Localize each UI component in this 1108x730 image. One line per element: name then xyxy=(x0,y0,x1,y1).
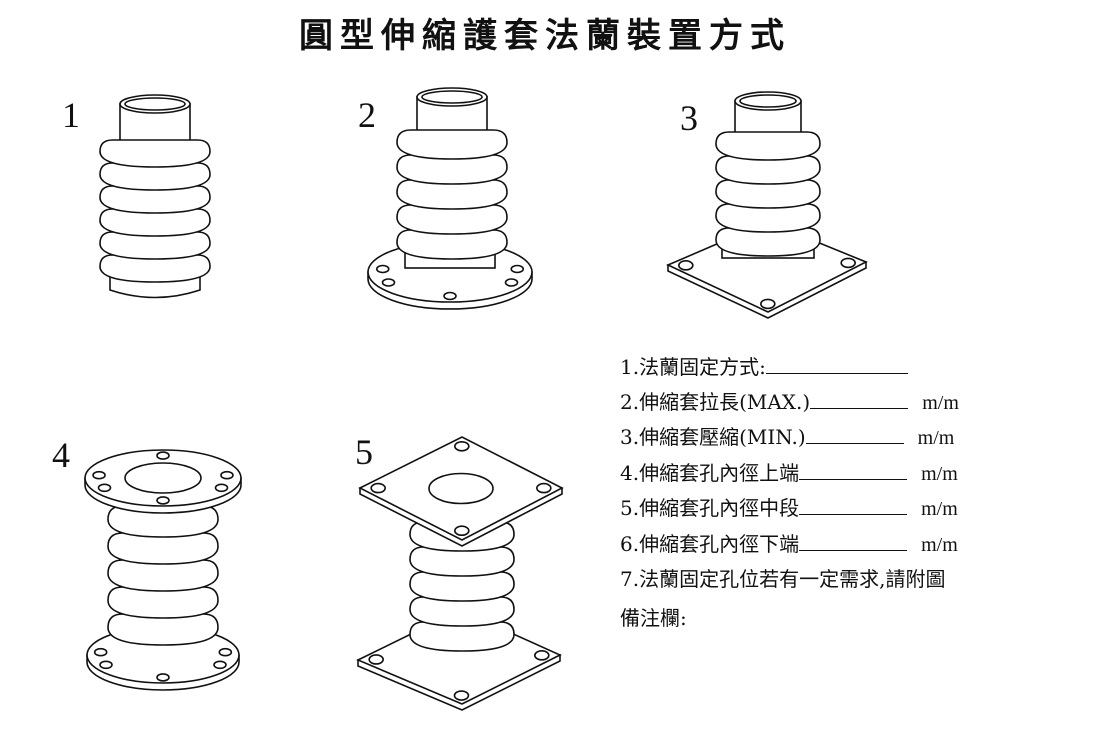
bellows-figure-3 xyxy=(666,91,868,319)
spec-label: 1.法蘭固定方式: xyxy=(620,355,766,379)
bolt-hole xyxy=(156,496,170,505)
flange-method-field[interactable] xyxy=(765,355,908,374)
bellows-convolution xyxy=(409,546,515,577)
bolt-hole xyxy=(213,660,227,670)
bolt-hole xyxy=(92,470,106,480)
inner-diameter-bottom-field[interactable] xyxy=(799,532,908,551)
bolt-hole xyxy=(375,264,390,274)
figure-label-4: 4 xyxy=(52,435,70,475)
bolt-hole xyxy=(214,483,229,493)
bolt-hole xyxy=(510,264,525,274)
bellows-figure-1 xyxy=(99,94,211,299)
spec-item-6: 6.伸縮套孔內徑下端 m/m xyxy=(620,527,959,563)
bellows-figure-5 xyxy=(356,436,564,711)
bellows-convolution xyxy=(99,185,211,214)
collar-opening xyxy=(124,97,186,111)
bellows-convolution xyxy=(409,596,515,627)
bolt-hole xyxy=(536,482,552,494)
bolt-hole xyxy=(840,257,856,269)
bellows-convolution xyxy=(107,613,219,646)
bolt-hole xyxy=(156,673,170,682)
collar-opening xyxy=(421,90,483,104)
bellows-convolution xyxy=(715,179,821,209)
bolt-hole xyxy=(370,482,386,494)
bolt-hole xyxy=(454,440,470,452)
inner-diameter-middle-field[interactable] xyxy=(799,496,908,515)
bellows-convolution xyxy=(409,571,515,602)
bolt-hole xyxy=(453,690,470,701)
bellows-convolution xyxy=(396,229,508,260)
bellows-convolution xyxy=(715,227,821,257)
bellows-convolution xyxy=(99,139,211,168)
bellows-figure-4 xyxy=(84,449,242,691)
bolt-hole xyxy=(99,660,113,670)
figure-label-3: 3 xyxy=(680,98,698,138)
specification-form: 1.法蘭固定方式: 2.伸縮套拉長(MAX.) m/m 3.伸縮套壓縮(MIN.)… xyxy=(620,350,959,635)
remarks: 備注欄: xyxy=(620,601,959,636)
unit-label: m/m xyxy=(921,462,958,485)
bolt-hole xyxy=(454,525,470,537)
bellows-convolution xyxy=(107,559,219,592)
bolt-hole xyxy=(534,650,550,661)
center-hole xyxy=(428,472,494,505)
spec-item-1: 1.法蘭固定方式: xyxy=(620,350,959,385)
unit-label: m/m xyxy=(921,498,958,520)
bolt-hole xyxy=(220,470,234,480)
spec-item-4: 4.伸縮套孔內徑上端 m/m xyxy=(620,456,959,492)
bolt-hole xyxy=(93,647,108,657)
spec-label: 2.伸縮套拉長(MAX.) xyxy=(620,389,811,414)
unit-label: m/m xyxy=(922,391,959,414)
spec-item-2: 2.伸縮套拉長(MAX.) m/m xyxy=(620,385,959,421)
bolt-hole xyxy=(678,260,694,271)
remarks-label: 備注欄: xyxy=(620,605,687,630)
collar-opening xyxy=(739,94,797,108)
bellows-convolution xyxy=(715,131,821,161)
page-title: 圓型伸縮護套法蘭裝置方式 xyxy=(299,16,791,56)
spec-label: 5.伸縮套孔內徑中段 xyxy=(620,496,800,520)
spec-label: 4.伸縮套孔內徑上端 xyxy=(620,460,800,485)
bolt-hole xyxy=(368,654,384,665)
min-length-field[interactable] xyxy=(805,425,904,444)
figure-label-5: 5 xyxy=(355,432,373,472)
bellows-convolution xyxy=(409,621,515,652)
bellows-convolution xyxy=(715,203,821,233)
bolt-hole xyxy=(760,298,776,310)
bellows-convolution xyxy=(107,586,219,619)
bellows-figure-2 xyxy=(367,87,533,310)
bellows-convolution xyxy=(715,155,821,185)
figure-label-2: 2 xyxy=(358,95,376,135)
bellows-convolution xyxy=(99,231,211,260)
bellows-convolution xyxy=(99,162,211,191)
bellows-convolution xyxy=(107,532,219,565)
bellows-convolution xyxy=(99,254,211,283)
bolt-hole xyxy=(218,647,233,657)
bolt-hole xyxy=(504,278,519,287)
spec-label: 3.伸縮套壓縮(MIN.) xyxy=(620,425,806,449)
bolt-hole xyxy=(156,451,170,460)
bolt-hole xyxy=(381,278,396,287)
bolt-hole xyxy=(443,291,457,301)
spec-item-3: 3.伸縮套壓縮(MIN.) m/m xyxy=(620,420,959,456)
bellows-convolution xyxy=(396,154,508,185)
bolt-hole xyxy=(97,483,112,493)
center-hole xyxy=(124,462,202,494)
max-length-field[interactable] xyxy=(810,390,909,409)
bellows-convolution xyxy=(396,179,508,210)
unit-label: m/m xyxy=(921,533,958,556)
spec-item-7: 7.法蘭固定孔位若有一定需求,請附圖 xyxy=(620,562,959,597)
bellows-convolution xyxy=(107,505,219,538)
bellows-convolution xyxy=(396,204,508,235)
inner-diameter-top-field[interactable] xyxy=(799,461,908,480)
unit-label: m/m xyxy=(917,427,955,449)
figure-label-1: 1 xyxy=(62,95,80,135)
spec-label: 6.伸縮套孔內徑下端 xyxy=(620,531,800,556)
bellows-convolution xyxy=(396,129,508,160)
spec-label: 7.法蘭固定孔位若有一定需求,請附圖 xyxy=(620,567,946,591)
spec-item-5: 5.伸縮套孔內徑中段 m/m xyxy=(620,491,959,527)
bellows-convolution xyxy=(99,208,211,237)
